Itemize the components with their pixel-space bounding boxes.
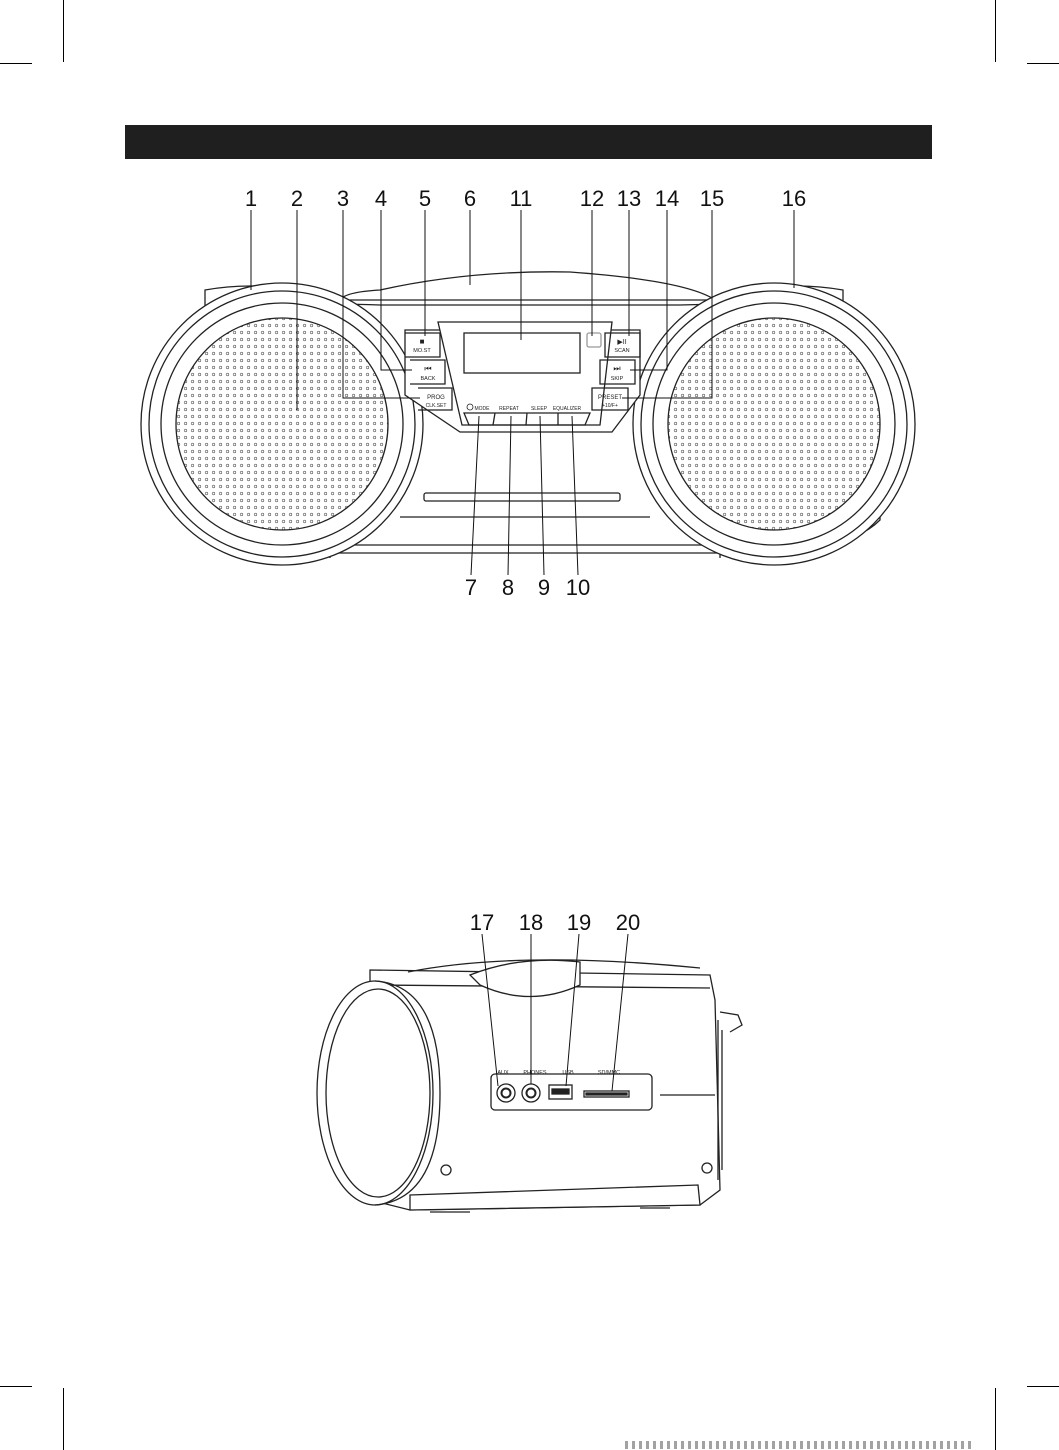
phones-label: PHONES (523, 1070, 547, 1076)
aux-jack (497, 1084, 515, 1102)
sd-mmc-label: SD/MMC (598, 1070, 620, 1076)
speaker-side-disc (317, 981, 433, 1205)
skip-label: SKIP (611, 376, 624, 382)
lcd-display (464, 333, 580, 373)
plus10-label: +10/F+ (602, 403, 618, 409)
cd-slot (424, 493, 620, 501)
mo-st-label: MO.ST (413, 348, 431, 354)
mode-label: MODE (475, 406, 491, 412)
usb-label: USB (562, 1070, 574, 1076)
speaker-grille-right (668, 318, 880, 530)
back-icon: ⏮ (424, 364, 431, 373)
phones-jack (522, 1084, 540, 1102)
back-label: BACK (421, 376, 436, 382)
side-view (317, 960, 742, 1212)
stop-icon: ■ (420, 337, 425, 346)
front-view (141, 272, 915, 565)
footer-print-marks (625, 1441, 975, 1449)
sleep-label: SLEEP (531, 406, 548, 412)
prog-label: PROG (427, 395, 445, 401)
aux-label: AUX (497, 1070, 509, 1076)
speaker-grille-left (176, 318, 388, 530)
scan-label: SCAN (614, 348, 629, 354)
repeat-label: REPEAT (499, 406, 519, 412)
clk-set-label: CLK.SET (426, 403, 447, 409)
skip-icon: ⏭ (613, 364, 620, 373)
preset-label: PRESET (598, 395, 622, 401)
play-pause-icon: ▶II (617, 339, 626, 346)
equalizer-label: EQUALIZER (553, 406, 582, 412)
